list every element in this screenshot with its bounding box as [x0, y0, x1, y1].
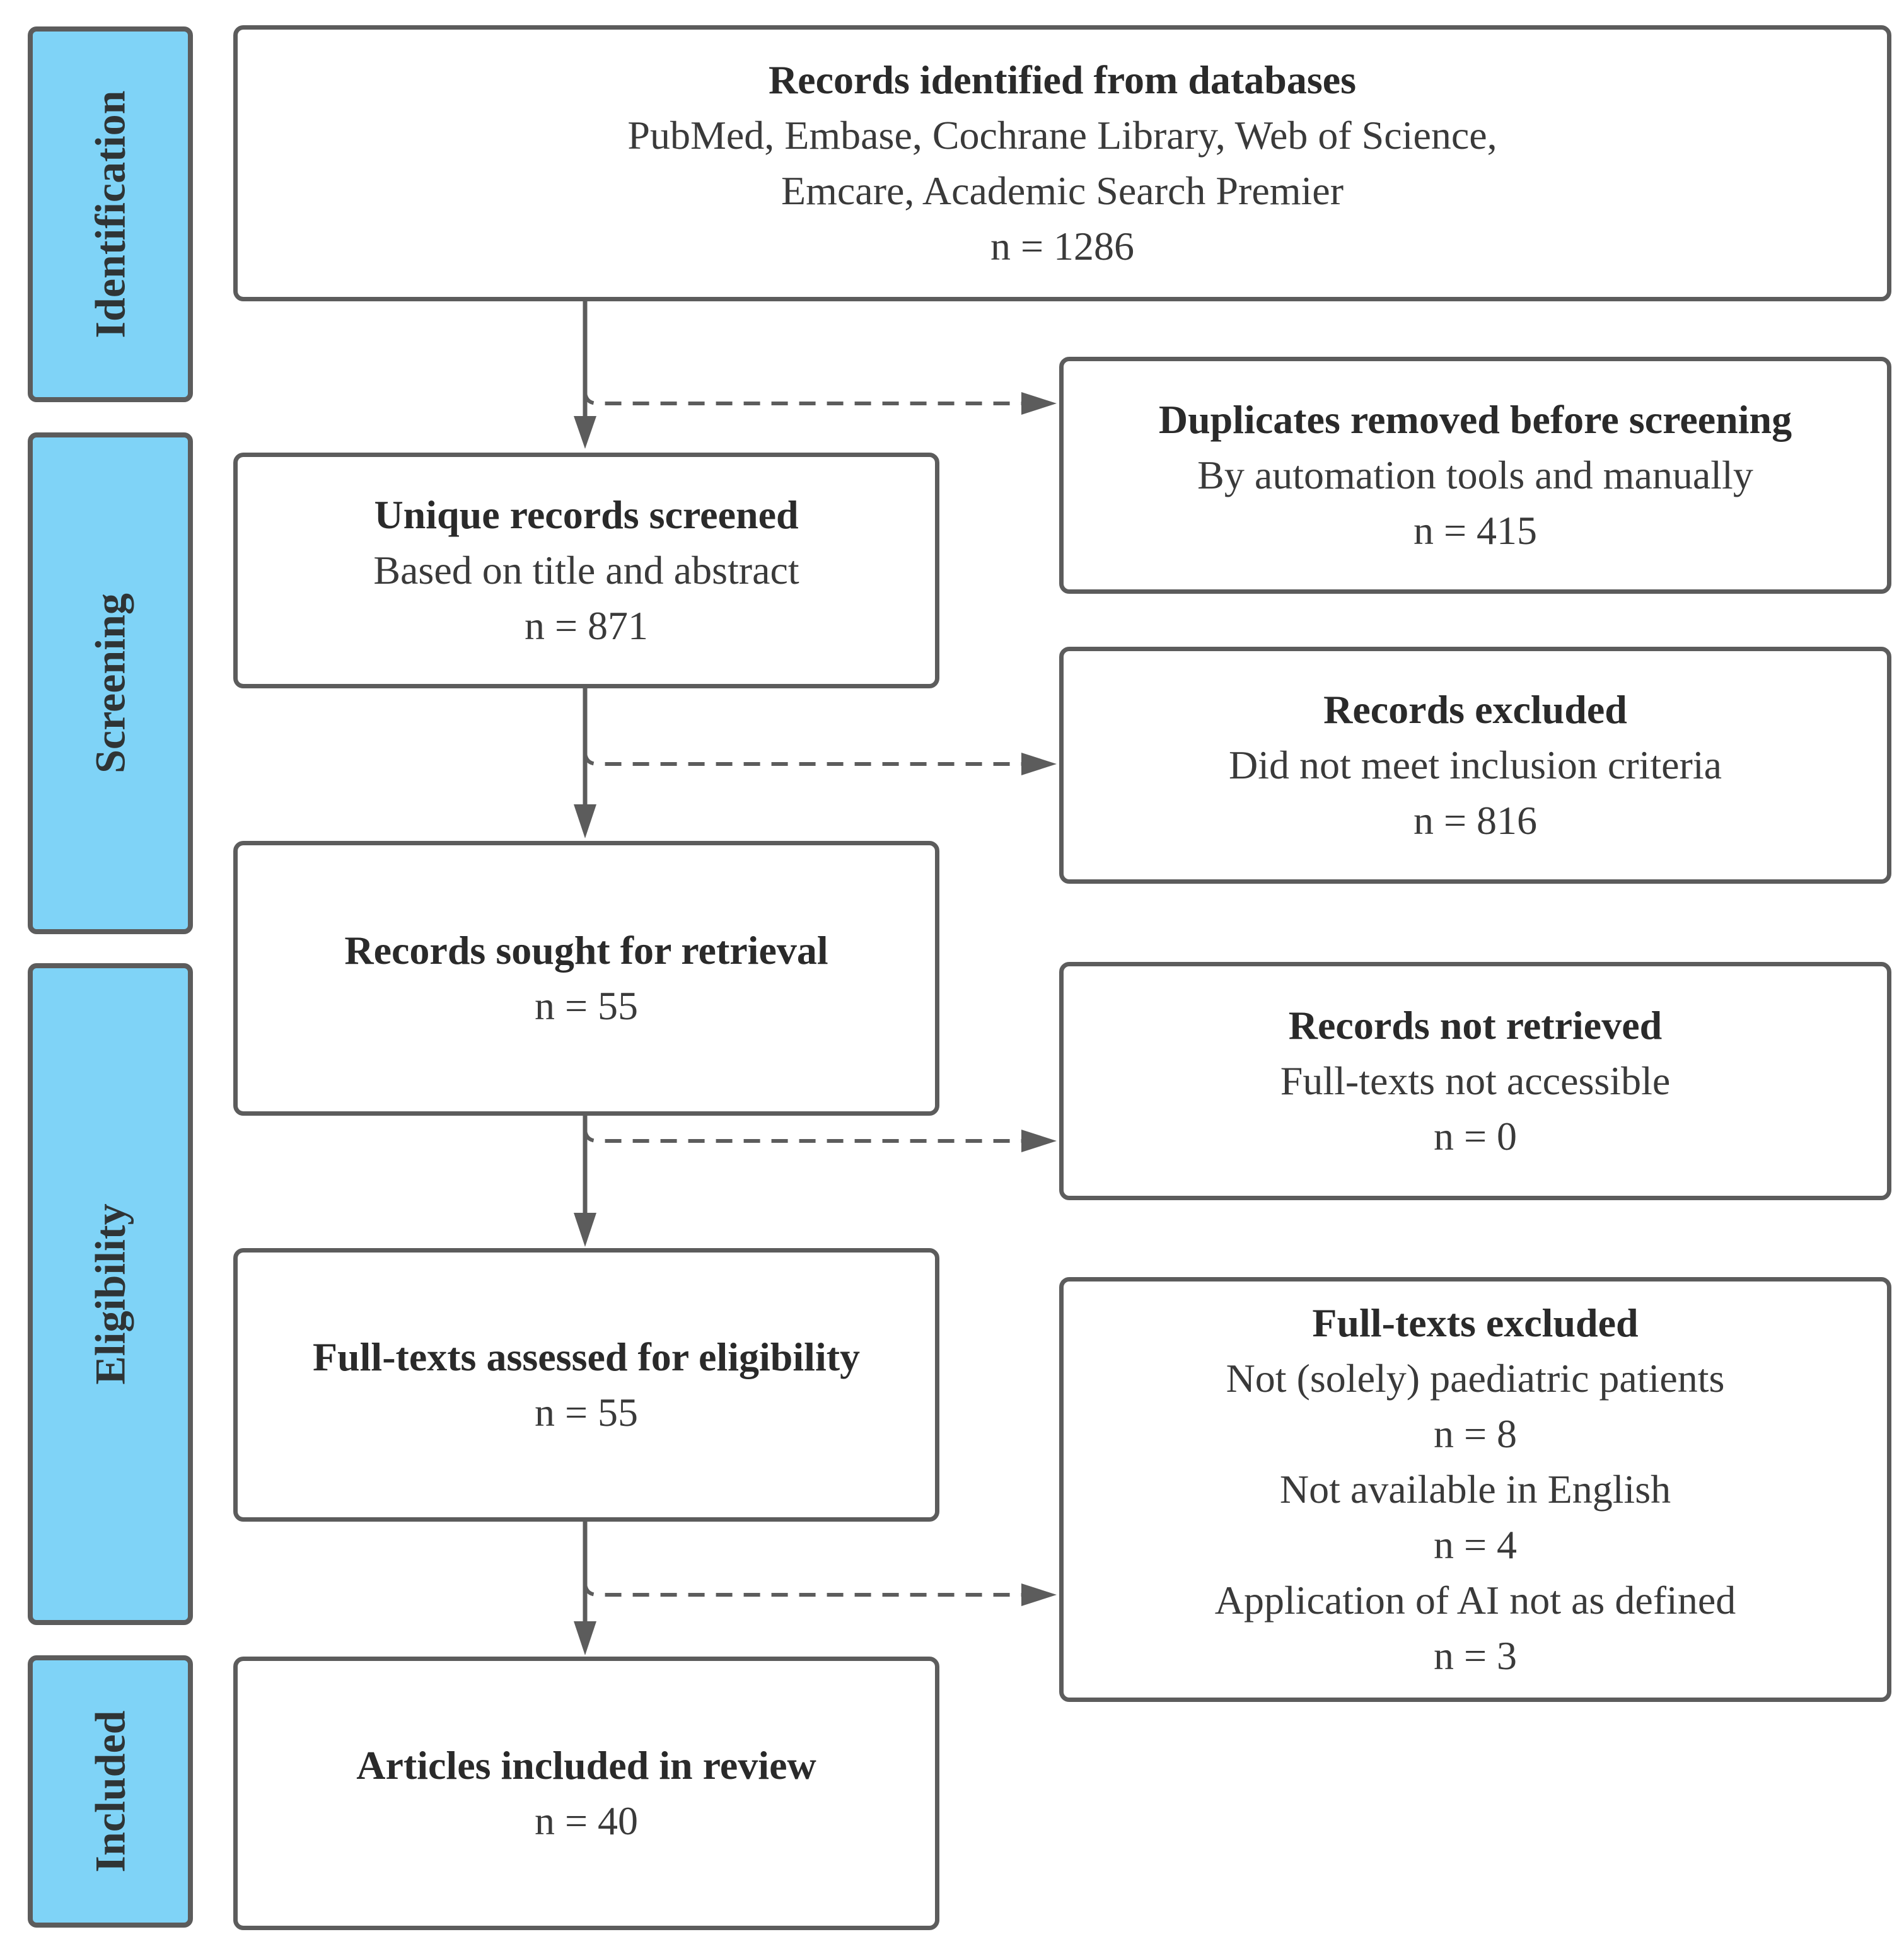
dashed-arrow-not-retrieved-head: [1021, 1130, 1057, 1152]
dashed-arrow-duplicates-head: [1021, 392, 1057, 415]
excluded-count: n = 816: [1413, 798, 1538, 843]
duplicates-count: n = 415: [1413, 508, 1538, 553]
not-retrieved-title: Records not retrieved: [1288, 1003, 1663, 1048]
screened-detail: Based on title and abstract: [373, 548, 799, 593]
screened-count: n = 871: [524, 603, 649, 648]
exclusion-arrowheads: [1021, 392, 1057, 1606]
box-records-sought: Records sought for retrieval n = 55: [233, 841, 939, 1116]
included-title: Articles included in review: [356, 1743, 816, 1788]
phase-eligibility: Eligibility: [28, 963, 193, 1625]
records-identified-databases-2: Emcare, Academic Search Premier: [781, 168, 1344, 213]
fulltext-excluded-reason-2: Not available in English: [1279, 1467, 1671, 1512]
duplicates-detail: By automation tools and manually: [1197, 453, 1753, 497]
records-identified-count: n = 1286: [990, 224, 1135, 269]
assessed-title: Full-texts assessed for eligibility: [312, 1334, 861, 1379]
dashed-arrow-excluded: [583, 751, 1025, 766]
fulltext-excluded-count-2: n = 4: [1433, 1522, 1518, 1567]
fulltext-excluded-count-3: n = 3: [1433, 1633, 1518, 1678]
sought-title: Records sought for retrieval: [344, 928, 828, 973]
arrow-assessed-to-included-head: [574, 1621, 596, 1655]
sought-count: n = 55: [534, 983, 639, 1028]
arrow-identified-to-screened-head: [574, 416, 596, 449]
fulltext-excluded-reason-3: Application of AI not as defined: [1214, 1578, 1736, 1623]
not-retrieved-detail: Full-texts not accessible: [1280, 1058, 1671, 1103]
duplicates-title: Duplicates removed before screening: [1158, 397, 1792, 442]
dashed-arrow-fulltext-excluded-head: [1021, 1583, 1057, 1606]
arrow-screened-to-sought-head: [574, 804, 596, 838]
box-records-not-retrieved: Records not retrieved Full-texts not acc…: [1059, 962, 1891, 1200]
fulltext-excluded-count-1: n = 8: [1433, 1411, 1518, 1456]
not-retrieved-count: n = 0: [1433, 1114, 1518, 1159]
box-records-identified: Records identified from databases PubMed…: [233, 25, 1891, 301]
dashed-arrow-not-retrieved: [583, 1128, 1025, 1143]
box-fulltexts-assessed: Full-texts assessed for eligibility n = …: [233, 1248, 939, 1522]
phase-screening: Screening: [28, 432, 193, 934]
box-records-excluded: Records excluded Did not meet inclusion …: [1059, 647, 1891, 884]
excluded-title: Records excluded: [1323, 687, 1627, 732]
dashed-arrow-duplicates: [583, 390, 1025, 405]
screened-title: Unique records screened: [374, 492, 799, 537]
dashed-arrow-excluded-head: [1021, 753, 1057, 775]
exclusion-arrows: [583, 390, 1025, 1597]
box-records-screened: Unique records screened Based on title a…: [233, 453, 939, 688]
phase-identification: Identification: [28, 26, 193, 402]
included-count: n = 40: [534, 1798, 639, 1843]
records-identified-databases-1: PubMed, Embase, Cochrane Library, Web of…: [627, 113, 1497, 158]
phase-included: Included: [28, 1655, 193, 1928]
assessed-count: n = 55: [534, 1390, 639, 1435]
records-identified-title: Records identified from databases: [768, 57, 1357, 102]
excluded-detail: Did not meet inclusion criteria: [1229, 743, 1722, 787]
box-fulltexts-excluded: Full-texts excluded Not (solely) paediat…: [1059, 1277, 1891, 1702]
dashed-arrow-fulltext-excluded: [583, 1582, 1025, 1597]
fulltext-excluded-title: Full-texts excluded: [1312, 1300, 1639, 1345]
box-duplicates-removed: Duplicates removed before screening By a…: [1059, 357, 1891, 594]
arrow-sought-to-assessed-head: [574, 1213, 596, 1247]
fulltext-excluded-reason-1: Not (solely) paediatric patients: [1226, 1356, 1725, 1401]
box-articles-included: Articles included in review n = 40: [233, 1657, 939, 1930]
